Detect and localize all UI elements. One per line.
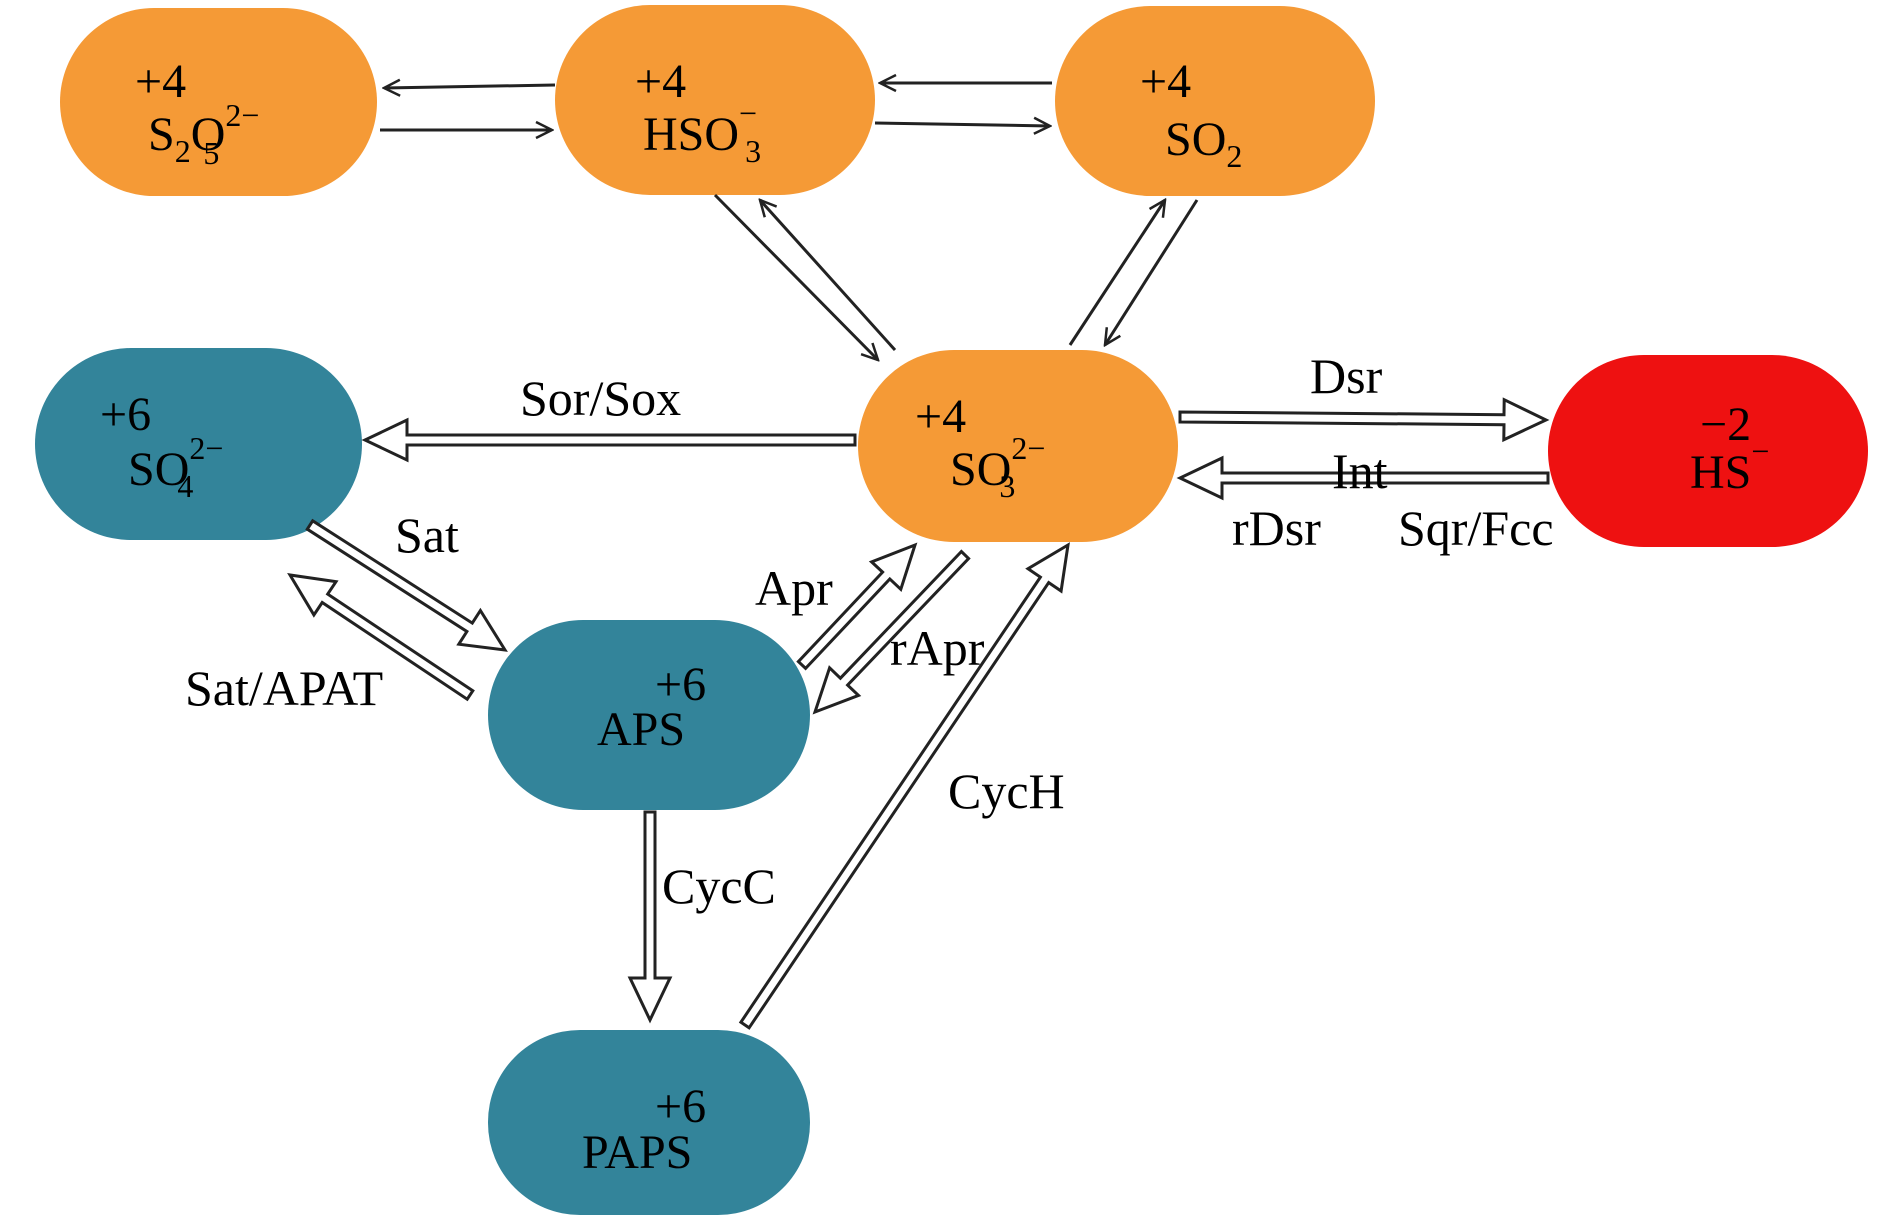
edge-so4-to-aps bbox=[305, 518, 508, 652]
edge-so3-to-hso3 bbox=[760, 200, 897, 352]
node-hs-formula: HS− bbox=[1690, 433, 1769, 499]
node-hso3: +4 HSO−3 bbox=[555, 5, 875, 195]
node-paps: +6 PAPS bbox=[488, 1030, 810, 1215]
node-so3: +4 SO2−3 bbox=[858, 350, 1178, 542]
label-sat-apat: Sat/APAT bbox=[185, 660, 383, 716]
node-so3-formula: SO2−3 bbox=[950, 430, 1045, 504]
node-s2o5: +4 S2O2−5 bbox=[60, 8, 377, 196]
node-so2-formula: SO2 bbox=[1165, 113, 1242, 174]
node-so2-shape bbox=[1055, 6, 1375, 196]
node-s2o5-shape bbox=[60, 8, 377, 196]
edge-so3-to-so2 bbox=[1068, 200, 1165, 346]
edge-hso3-to-so3 bbox=[713, 193, 878, 360]
node-s2o5-formula: S2O2−5 bbox=[148, 97, 259, 171]
node-so4-shape bbox=[35, 348, 362, 540]
node-aps-oxidation: +6 bbox=[655, 658, 706, 711]
node-paps-shape bbox=[488, 1030, 810, 1215]
node-so4: +6 SO2−4 bbox=[35, 348, 362, 540]
edge-so2-to-so3 bbox=[1105, 199, 1199, 345]
label-rdsr: rDsr bbox=[1232, 500, 1321, 556]
node-aps-shape bbox=[488, 620, 810, 810]
edge-hs-to-so3 bbox=[1176, 455, 1550, 501]
edge-paps-to-so3 bbox=[738, 542, 1070, 1030]
edge-so3-to-so4 bbox=[361, 417, 857, 463]
label-apr: Apr bbox=[755, 560, 833, 616]
node-aps-formula: APS bbox=[597, 703, 685, 756]
node-so2: +4 SO2 bbox=[1055, 6, 1375, 196]
edge-hso3-to-s2o5 bbox=[384, 85, 556, 88]
label-sor-sox: Sor/Sox bbox=[520, 370, 681, 426]
label-rapr: rApr bbox=[890, 620, 985, 676]
hollow-arrow-layer bbox=[287, 397, 1550, 1030]
edge-aps-to-so4 bbox=[287, 573, 475, 702]
edge-aps-to-so3 bbox=[796, 542, 918, 671]
node-so2-oxidation: +4 bbox=[1140, 55, 1191, 108]
edge-hso3-to-so2 bbox=[874, 123, 1050, 126]
node-s2o5-oxidation: +4 bbox=[135, 55, 186, 108]
label-dsr: Dsr bbox=[1310, 348, 1383, 404]
node-so3-shape bbox=[858, 350, 1178, 542]
node-hs-oxidation: −2 bbox=[1700, 398, 1751, 451]
node-so4-formula: SO2−4 bbox=[128, 430, 223, 504]
edge-so3-to-aps bbox=[812, 549, 971, 715]
node-so3-oxidation: +4 bbox=[915, 390, 966, 443]
edge-so3-to-hs bbox=[1178, 397, 1550, 443]
node-so4-oxidation: +6 bbox=[100, 388, 151, 441]
edge-aps-to-paps bbox=[627, 810, 673, 1024]
node-aps: +6 APS bbox=[488, 620, 810, 810]
node-hs: −2 HS− bbox=[1548, 355, 1868, 547]
label-sat: Sat bbox=[395, 507, 459, 563]
label-cych: CycH bbox=[948, 763, 1065, 819]
node-hso3-oxidation: +4 bbox=[635, 55, 686, 108]
node-paps-oxidation: +6 bbox=[655, 1080, 706, 1133]
label-sqr-fcc: Sqr/Fcc bbox=[1398, 500, 1554, 556]
label-int: Int bbox=[1332, 443, 1388, 499]
node-hso3-formula: HSO−3 bbox=[643, 95, 761, 169]
node-paps-formula: PAPS bbox=[582, 1126, 692, 1179]
node-hs-shape bbox=[1548, 355, 1868, 547]
label-cycc: CycC bbox=[662, 858, 776, 914]
node-hso3-shape bbox=[555, 5, 875, 195]
